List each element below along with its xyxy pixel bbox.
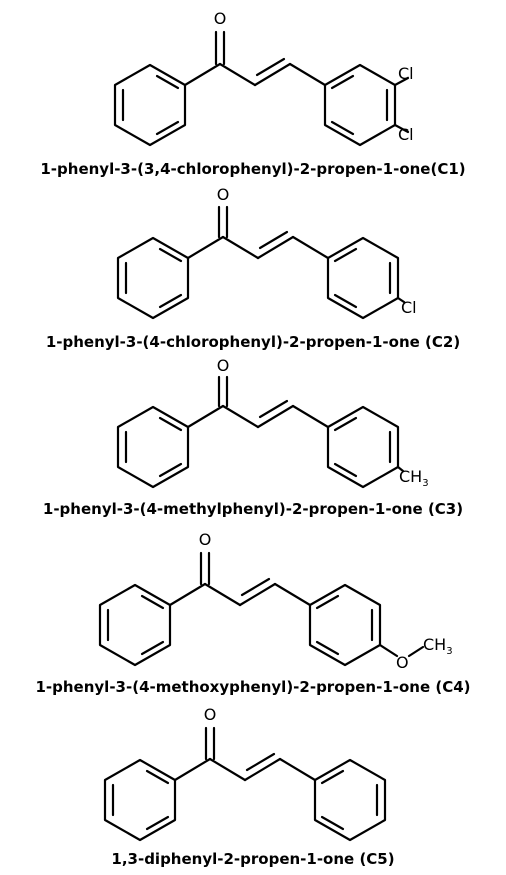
chlorine-4-label: Cl	[398, 125, 414, 144]
structure-c2: O Cl	[0, 180, 506, 335]
molecule-c2-svg: O Cl	[116, 185, 417, 320]
compound-name-c2: 1-phenyl-3-(4-chlorophenyl)-2-propen-1-o…	[45, 333, 461, 351]
molecule-c5-svg: O	[103, 705, 387, 842]
methoxy-carbon-label: CH	[423, 635, 446, 654]
methyl-label: CH3	[399, 467, 429, 489]
chlorine-label: Cl	[401, 298, 417, 317]
molecule-c4-svg: O O CH3	[98, 530, 453, 672]
carbonyl-oxygen-label: O	[217, 185, 230, 204]
compound-c5: O 1,3-diphenyl-2-propen-1-one (C5)	[0, 698, 506, 875]
compound-c4: O O CH3 1-phenyl-3-(4-methoxyphenyl)-2-p…	[0, 523, 506, 698]
compound-c2: O Cl 1-phenyl-3-(4-chlorophenyl)-2-prope…	[0, 180, 506, 355]
structure-c1: O Cl Cl	[0, 0, 506, 160]
compound-c3: O CH3 1-phenyl-3-(4-methylphenyl)-2-prop…	[0, 355, 506, 523]
compound-name-c4: 1-phenyl-3-(4-methoxyphenyl)-2-propen-1-…	[35, 678, 471, 696]
methyl-subscript: 3	[422, 478, 428, 489]
structure-c3: O CH3	[0, 355, 506, 505]
molecule-c3-svg: O CH3	[116, 356, 429, 489]
compound-name-c1: 1-phenyl-3-(3,4-chlorophenyl)-2-propen-1…	[40, 160, 466, 178]
compound-name-c3: 1-phenyl-3-(4-methylphenyl)-2-propen-1-o…	[42, 500, 464, 518]
carbonyl-oxygen-label: O	[217, 356, 230, 375]
methyl-carbon-label: CH	[399, 467, 422, 486]
carbonyl-oxygen-label: O	[204, 705, 217, 724]
methoxy-methyl-label: CH3	[423, 635, 453, 657]
compound-name-c5: 1,3-diphenyl-2-propen-1-one (C5)	[111, 850, 395, 868]
chlorine-3-label: Cl	[398, 64, 414, 83]
structure-c5: O	[0, 698, 506, 853]
ether-oxygen-label: O	[396, 653, 409, 672]
molecule-c1-svg: O Cl Cl	[113, 9, 414, 147]
carbonyl-oxygen-label: O	[199, 530, 212, 549]
structure-c4: O O CH3	[0, 523, 506, 678]
methoxy-subscript: 3	[446, 646, 452, 657]
compound-c1: O Cl Cl 1-phenyl-3-(3,4-chlorophenyl)-2-…	[0, 0, 506, 180]
carbonyl-oxygen-label: O	[214, 9, 227, 28]
